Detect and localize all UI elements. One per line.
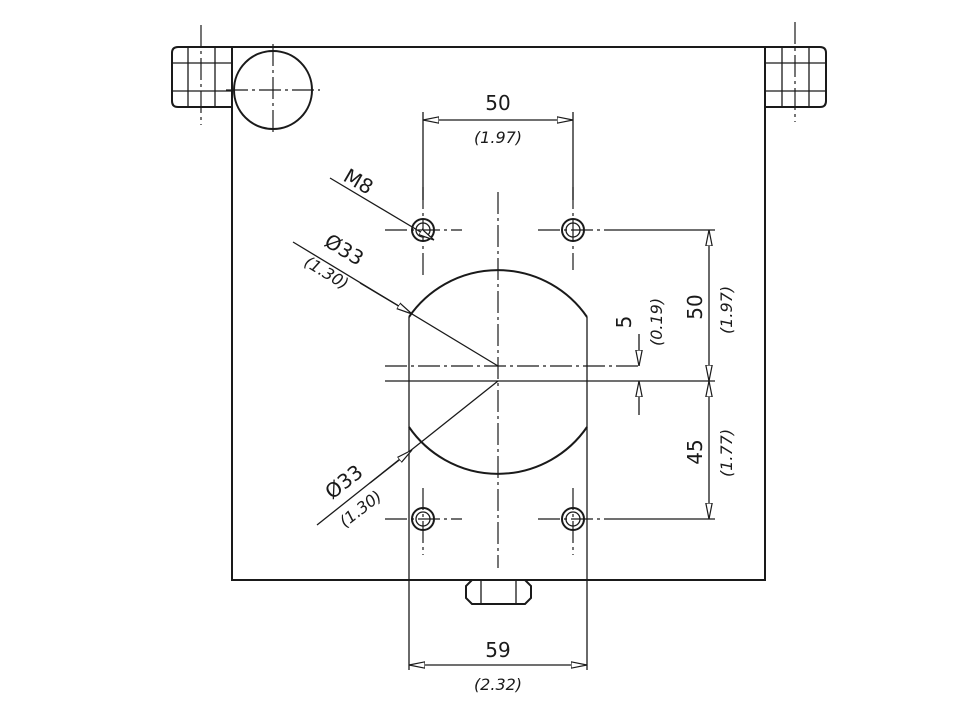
vertical-lower-imperial: (1.77) [717,429,736,477]
dimension-offset: 5 (0.19) [612,298,666,415]
vertical-lower-value: 45 [683,439,707,464]
mounting-hole-top-right [538,187,715,270]
dimension-hole-spacing: 50 (1.97) [422,91,574,200]
bore-callout-upper: Ø33 (1.30) [292,229,499,367]
width-imperial: (2.32) [474,675,522,694]
offset-value: 5 [612,316,636,329]
hex-nut [465,579,532,605]
dimension-vertical-lower: 45 (1.77) [683,381,736,519]
bore-callout-lower: Ø33 (1.30) [316,380,499,531]
width-value: 59 [485,638,510,662]
offset-imperial: (0.19) [647,298,666,346]
central-bore [385,192,715,670]
dimension-value: 50 [485,91,510,115]
mounting-hole-bottom-left [385,488,462,555]
vertical-upper-value: 50 [683,294,707,319]
mounting-hole-bottom-right [538,488,715,555]
dimension-imperial: (1.97) [474,128,522,147]
clamp-block-left [171,25,232,125]
mounting-hole-top-left [385,187,462,275]
dimension-vertical-upper: 50 (1.97) [683,230,736,381]
pin-circle [226,44,320,136]
thread-label: M8 [340,164,378,200]
dimension-width-bottom: 59 (2.32) [409,638,587,694]
thread-callout: M8 [329,164,434,240]
clamp-block-right [765,22,827,122]
vertical-upper-imperial: (1.97) [717,286,736,334]
